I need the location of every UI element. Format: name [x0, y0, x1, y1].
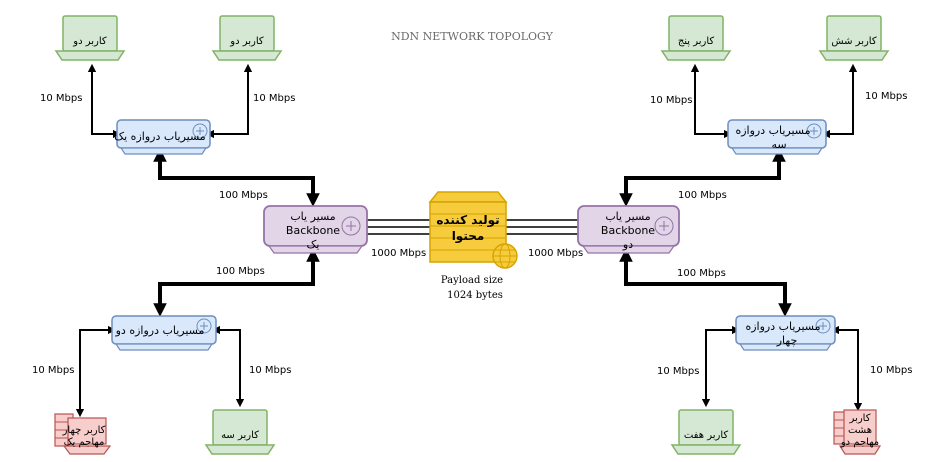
bw-label-gw4-user7: 10 Mbps — [657, 366, 699, 377]
backbone-router-two[interactable]: مسیر یاب Backbone دو — [577, 205, 680, 254]
bw-label-gw4-user8: 10 Mbps — [870, 365, 912, 376]
router-arrows-icon — [815, 318, 831, 334]
link-gw3-bb2 — [619, 148, 786, 207]
laptop-user6[interactable]: کاربر شش — [818, 15, 890, 61]
bw-label-gw3-bb2: 100 Mbps — [678, 190, 727, 201]
payload-size-line2: 1024 bytes — [447, 290, 503, 301]
backbone-two-label-3: دو — [622, 238, 633, 251]
backbone-one-label-2: Backbone — [286, 224, 340, 237]
laptop-user6-label: کاربر شش — [831, 36, 876, 47]
link-bb1-gw2 — [153, 248, 320, 317]
laptop-user1-label: کاربر دو — [72, 36, 107, 47]
bw-label-gw2-user4: 10 Mbps — [32, 365, 74, 376]
gateway-router-one[interactable]: مسیریاب دروازه یک — [114, 119, 211, 155]
core-links — [367, 219, 578, 235]
gateway-one-label: مسیریاب دروازه یک — [114, 130, 206, 143]
link-gw4-user7 — [701, 325, 741, 408]
gateway-four-label-1: مسیریاب دروازه — [745, 320, 820, 333]
router-arrows-icon — [654, 216, 674, 236]
attacker-user8-label-2: هشت — [848, 425, 872, 436]
bw-label-gw1-user2: 10 Mbps — [253, 93, 295, 104]
laptop-user3-label: کاربر سه — [221, 430, 259, 441]
bandwidth-labels: 10 Mbps 10 Mbps 100 Mbps 100 Mbps 10 Mbp… — [32, 91, 912, 377]
router-arrows-icon — [196, 318, 212, 334]
link-gw1-user1 — [87, 63, 122, 139]
attacker-user4-label-1: کاربر چهار — [62, 425, 106, 436]
laptop-user7[interactable]: کاربر هفت — [670, 409, 742, 455]
bw-label-gw2-user3: 10 Mbps — [249, 365, 291, 376]
bw-label-gw1-bb1: 100 Mbps — [219, 190, 268, 201]
link-gw3-user6 — [821, 63, 858, 139]
backbone-two-label-1: مسیر یاب — [605, 210, 650, 223]
link-gw2-user3 — [211, 325, 245, 408]
bw-label-bb2-server: 1000 Mbps — [528, 248, 583, 259]
content-producer-server[interactable]: تولید کننده محتوا — [428, 191, 518, 269]
laptop-user7-label: کاربر هفت — [684, 430, 729, 441]
backbone-one-label-1: مسیر یاب — [290, 210, 335, 223]
link-bb2-gw4 — [619, 248, 792, 317]
gateway-two-label: مسیریاب دروازه دو — [115, 324, 205, 337]
link-gw1-user2 — [205, 63, 253, 139]
bw-label-bb1-gw2: 100 Mbps — [216, 266, 265, 277]
gateway-three-label-1: مسیریاب دروازه — [735, 124, 810, 137]
link-gw1-bb1 — [153, 148, 320, 207]
server-label-2: محتوا — [452, 229, 485, 244]
attacker-user4-label-2: مهاجم یک — [64, 437, 105, 448]
attacker-user8[interactable]: کاربر هشت مهاجم دو — [833, 409, 882, 455]
router-arrows-icon — [806, 123, 822, 139]
laptop-user2-label: کاربر دو — [229, 36, 264, 47]
server-label-1: تولید کننده — [436, 213, 499, 228]
bw-label-gw1-user1: 10 Mbps — [40, 93, 82, 104]
links — [75, 63, 863, 418]
router-arrows-icon — [341, 216, 361, 236]
diagram-title: NDN NETWORK TOPOLOGY — [391, 30, 554, 43]
link-gw4-user8 — [830, 325, 863, 412]
payload-size-line1: Payload size — [441, 275, 503, 286]
gateway-four-label-2: چهار — [776, 334, 798, 347]
attacker-user4[interactable]: کاربر چهار مهاجم یک — [54, 413, 112, 455]
laptop-user5[interactable]: کاربر پنج — [660, 15, 732, 61]
attacker-user8-label-3: مهاجم دو — [840, 437, 879, 448]
attacker-user8-label-1: کاربر — [849, 413, 871, 424]
backbone-one-label-3: یک — [307, 238, 320, 251]
bw-label-bb2-gw4: 100 Mbps — [677, 268, 726, 279]
link-gw2-user4 — [75, 325, 117, 418]
gateway-router-three[interactable]: مسیریاب دروازه سه — [727, 119, 827, 155]
gateway-three-label-2: سه — [771, 138, 786, 151]
router-arrows-icon — [192, 123, 208, 139]
laptop-user5-label: کاربر پنج — [678, 36, 715, 47]
laptop-user2[interactable]: کاربر دو — [211, 15, 283, 61]
backbone-router-one[interactable]: مسیر یاب Backbone یک — [263, 205, 368, 254]
bw-label-gw3-user5: 10 Mbps — [650, 95, 692, 106]
laptop-user1[interactable]: کاربر دو — [54, 15, 126, 61]
bw-label-bb1-server: 1000 Mbps — [371, 248, 426, 259]
laptop-user3[interactable]: کاربر سه — [204, 409, 276, 455]
backbone-two-label-2: Backbone — [601, 224, 655, 237]
gateway-router-two[interactable]: مسیریاب دروازه دو — [111, 315, 217, 351]
gateway-router-four[interactable]: مسیریاب دروازه چهار — [735, 315, 836, 351]
globe-icon — [492, 243, 518, 269]
link-gw3-user5 — [690, 63, 733, 139]
bw-label-gw3-user6: 10 Mbps — [865, 91, 907, 102]
